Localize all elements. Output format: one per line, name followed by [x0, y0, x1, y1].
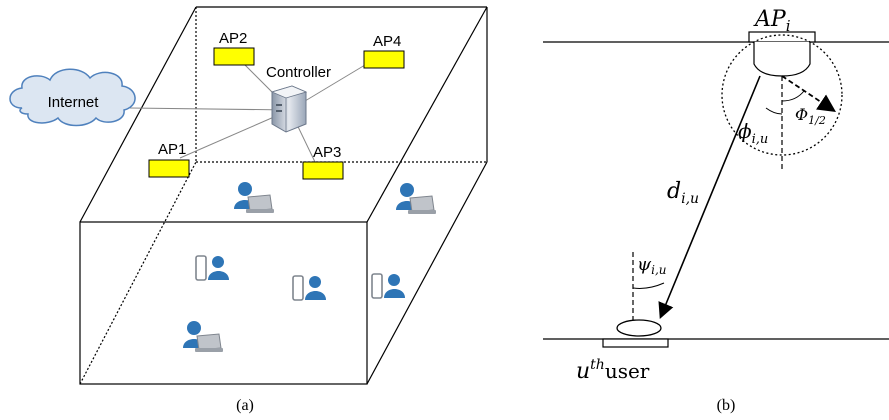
radiation-pattern	[721, 34, 843, 156]
phone-user-icon	[371, 273, 405, 299]
access-point-ap3: AP3	[302, 144, 344, 180]
internet-label: Internet	[48, 94, 100, 111]
los-link-arrow	[658, 75, 761, 319]
irradiance-angle-arc	[765, 107, 783, 115]
phone-user-icon	[195, 255, 229, 281]
incidence-angle-arc	[632, 282, 665, 289]
access-point-ap1: AP1	[148, 141, 190, 178]
access-point-ap4: AP4	[363, 33, 405, 69]
room-box	[79, 6, 488, 385]
controller-server-icon	[270, 85, 308, 133]
half-angle-arrow	[781, 75, 836, 112]
ap3-label: AP3	[313, 144, 341, 161]
controller-label: Controller	[266, 64, 331, 81]
ap-fixture	[748, 31, 816, 77]
caption-b: (b)	[717, 397, 736, 414]
phone-user-icon	[292, 275, 326, 301]
access-point-ap2: AP2	[213, 30, 255, 66]
panel-a: Internet Controller AP2 AP4 AP1 AP3	[9, 6, 488, 414]
ap2-label: AP2	[219, 30, 247, 47]
panel-b: APi Φ1/2 ϕi,u di,u ψi,u	[543, 7, 889, 414]
internet-cloud: Internet	[9, 68, 136, 127]
ap1-label: AP1	[158, 141, 186, 158]
half-angle-label: Φ1/2	[795, 105, 826, 127]
ap-i-label: APi	[753, 7, 791, 35]
ap4-label: AP4	[373, 33, 401, 50]
half-angle-arc	[781, 90, 805, 102]
incidence-angle-label: ψi,u	[637, 254, 667, 277]
irradiance-angle-label: ϕi,u	[738, 119, 768, 147]
laptop-user-icon	[396, 183, 436, 214]
laptop-user-icon	[183, 321, 223, 352]
user-receiver	[602, 319, 669, 348]
laptop-user-icon	[234, 182, 274, 213]
user-label: uthuser	[576, 357, 650, 384]
distance-label: di,u	[667, 179, 699, 207]
caption-a: (a)	[236, 397, 254, 414]
